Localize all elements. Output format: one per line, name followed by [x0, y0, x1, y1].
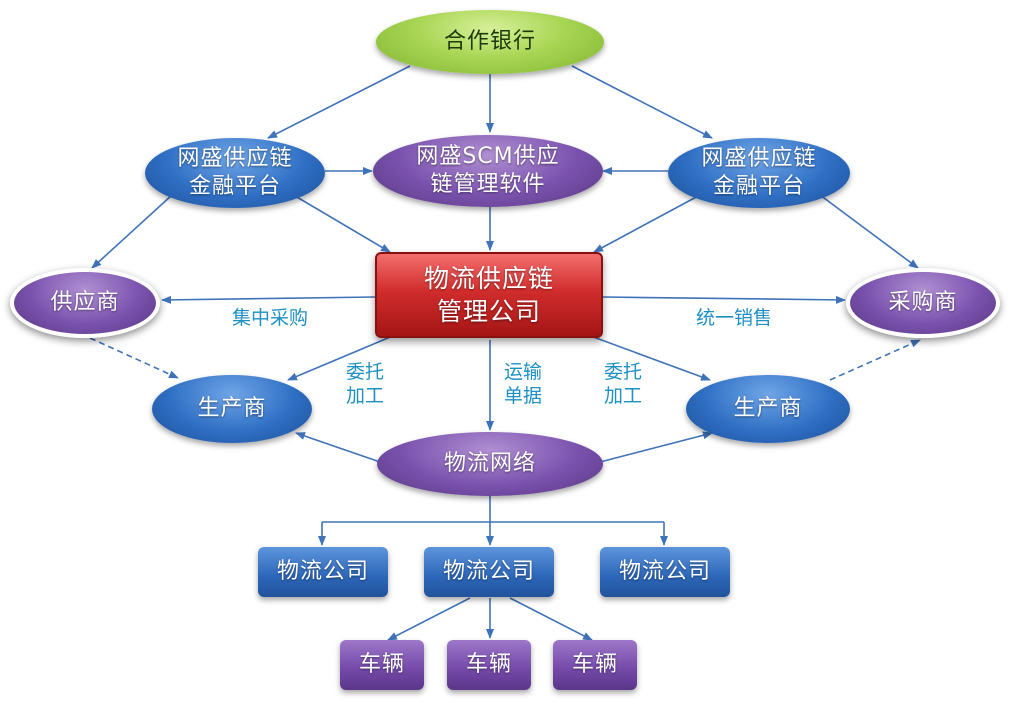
node-producer-right[interactable]: 生产商	[686, 375, 850, 443]
node-supplier[interactable]: 供应商	[10, 268, 160, 338]
label-unified-sales: 统一销售	[695, 307, 772, 329]
arrow-mgmt-to-supplier	[161, 295, 376, 304]
node-producer-left[interactable]: 生产商	[152, 375, 312, 443]
node-finance-platform-right[interactable]: 网盛供应链 金融平台	[668, 138, 850, 208]
arrow-to-vehicle-1	[387, 597, 471, 641]
node-buyer[interactable]: 采购商	[846, 268, 1000, 338]
arrow-finance-left-to-supplier	[91, 194, 173, 269]
arrow-finance-left-to-mgmt	[284, 189, 391, 253]
arrow-to-vehicle-3	[509, 597, 593, 641]
node-scm-software[interactable]: 网盛SCM供应 链管理软件	[373, 135, 603, 207]
arrow-finance-right-to-buyer	[819, 194, 919, 269]
label-outsourcing-right: 委托 加工	[603, 361, 642, 407]
node-logistics-company-2[interactable]: 物流公司	[424, 547, 554, 597]
arrow-network-to-producer-left	[295, 432, 381, 463]
node-logistics-supply-chain-company[interactable]: 物流供应链 管理公司	[375, 252, 603, 338]
node-vehicle-1[interactable]: 车辆	[340, 640, 424, 690]
arrow-bank-to-finance-left	[267, 65, 411, 139]
arrow-network-to-producer-right	[599, 431, 713, 463]
node-partner-bank[interactable]: 合作银行	[376, 10, 604, 74]
node-vehicle-2[interactable]: 车辆	[447, 640, 531, 690]
dashed-arrow-producer-to-buyer	[829, 339, 921, 381]
arrow-mgmt-to-buyer	[602, 295, 846, 304]
arrow-mgmt-to-producer-right	[587, 334, 711, 381]
node-finance-platform-left[interactable]: 网盛供应链 金融平台	[145, 138, 325, 208]
node-logistics-company-3[interactable]: 物流公司	[600, 547, 730, 597]
dashed-arrow-supplier-to-producer	[89, 337, 179, 379]
node-logistics-company-1[interactable]: 物流公司	[258, 547, 388, 597]
arrow-finance-right-to-mgmt	[593, 194, 701, 253]
label-central-purchase: 集中采购	[231, 307, 308, 329]
arrow-mgmt-to-producer-left	[287, 334, 396, 381]
label-transport-documents: 运输 单据	[503, 361, 542, 407]
label-outsourcing-left: 委托 加工	[345, 361, 384, 407]
node-logistics-network[interactable]: 物流网络	[377, 432, 603, 496]
arrow-bank-to-finance-right	[571, 65, 713, 139]
node-vehicle-3[interactable]: 车辆	[553, 640, 637, 690]
